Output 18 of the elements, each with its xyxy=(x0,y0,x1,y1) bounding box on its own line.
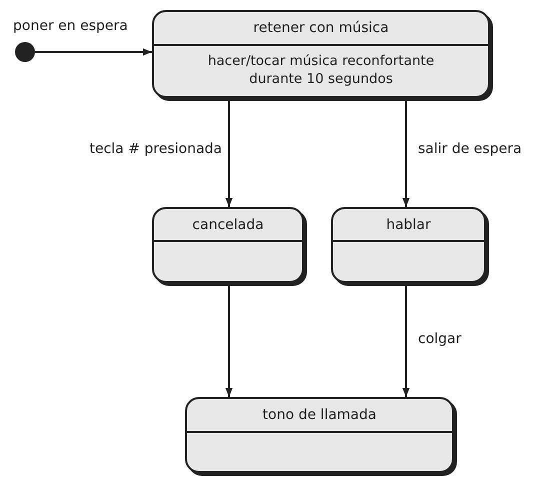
transition-arrow xyxy=(225,101,233,207)
transition-arrow xyxy=(225,286,233,397)
state-activity: hacer/tocar música reconfortante durante 10 segundos xyxy=(206,53,436,89)
state-box xyxy=(331,207,486,283)
state-box xyxy=(152,207,304,283)
state-name: hablar xyxy=(386,216,431,232)
state-name: tono de llamada xyxy=(262,407,376,423)
transition-arrow xyxy=(35,48,152,56)
state-box xyxy=(185,397,454,473)
transition-arrow xyxy=(402,286,410,397)
state-name: retener con música xyxy=(253,20,389,36)
state-box xyxy=(152,10,490,98)
edge-label: tecla # presionada xyxy=(89,141,222,158)
transition-arrow xyxy=(402,101,410,207)
initial-state-dot xyxy=(15,42,35,62)
edge-label: salir de espera xyxy=(418,141,522,158)
state-name: cancelada xyxy=(192,216,264,232)
edge-label: colgar xyxy=(418,331,462,348)
